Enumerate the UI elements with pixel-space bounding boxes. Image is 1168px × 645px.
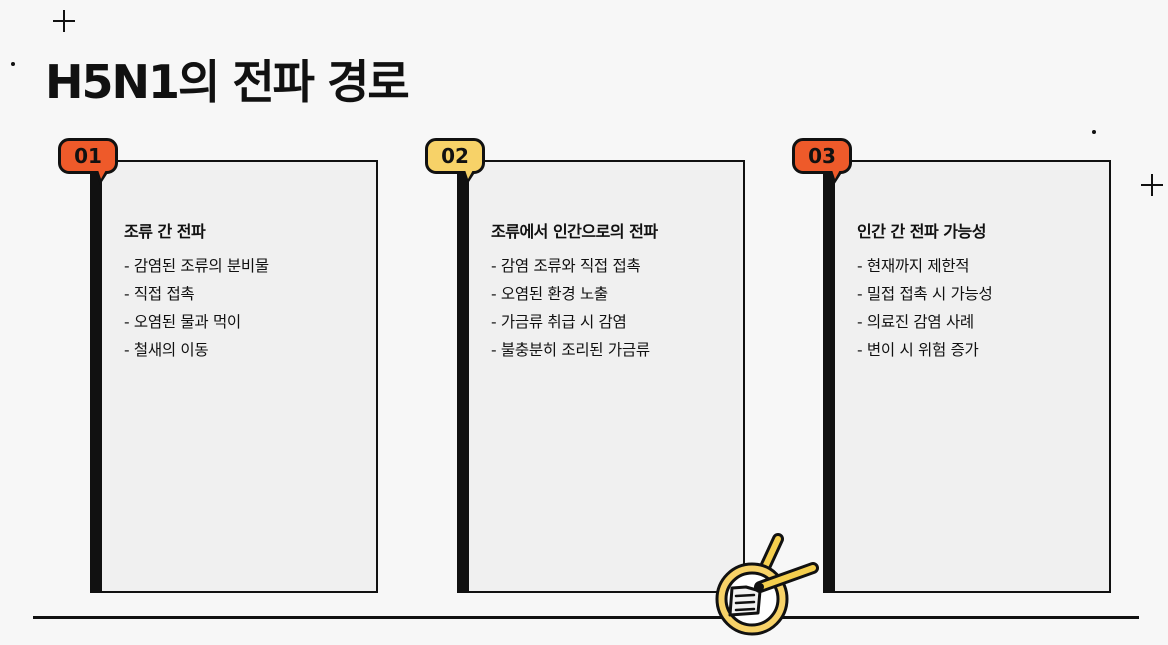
step-badge-01: 01 <box>58 138 118 185</box>
card-list: - 감염된 조류의 분비물 - 직접 접촉 - 오염된 물과 먹이 - 철새의 … <box>124 252 364 364</box>
list-item: - 현재까지 제한적 <box>857 257 970 275</box>
list-item: - 철새의 이동 <box>124 341 209 359</box>
slide-title: H5N1의 전파 경로 <box>45 55 410 109</box>
route-card-bird-to-human: 조류에서 인간으로의 전파 - 감염 조류와 직접 접촉 - 오염된 환경 노출… <box>457 160 745 593</box>
card-heading: 조류에서 인간으로의 전파 <box>491 222 658 241</box>
list-item: - 변이 시 위험 증가 <box>857 341 979 359</box>
step-badge-02: 02 <box>425 138 485 185</box>
card-content: 조류 간 전파 - 감염된 조류의 분비물 - 직접 접촉 - 오염된 물과 먹… <box>124 218 364 364</box>
list-item: - 의료진 감염 사례 <box>857 313 974 331</box>
baseline-divider <box>33 616 1139 619</box>
list-item: - 감염된 조류의 분비물 <box>124 257 269 275</box>
list-item: - 직접 접촉 <box>124 285 195 303</box>
frying-pan-icon <box>715 533 819 636</box>
list-item: - 밀접 접촉 시 가능성 <box>857 285 993 303</box>
list-item: - 감염 조류와 직접 접촉 <box>491 257 641 275</box>
card-heading: 조류 간 전파 <box>124 222 206 241</box>
route-card-human-to-human: 인간 간 전파 가능성 - 현재까지 제한적 - 밀접 접촉 시 가능성 - 의… <box>823 160 1111 593</box>
card-list: - 감염 조류와 직접 접촉 - 오염된 환경 노출 - 가금류 취급 시 감염… <box>491 252 731 364</box>
list-item: - 오염된 환경 노출 <box>491 285 608 303</box>
plus-icon <box>53 10 75 32</box>
list-item: - 불충분히 조리된 가금류 <box>491 341 650 359</box>
plus-icon <box>1141 174 1163 196</box>
dot-icon <box>11 62 15 66</box>
card-heading: 인간 간 전파 가능성 <box>857 222 986 241</box>
step-badge-03: 03 <box>792 138 852 185</box>
spatula-icon <box>756 583 764 591</box>
card-content: 인간 간 전파 가능성 - 현재까지 제한적 - 밀접 접촉 시 가능성 - 의… <box>857 218 1097 364</box>
card-list: - 현재까지 제한적 - 밀접 접촉 시 가능성 - 의료진 감염 사례 - 변… <box>857 252 1097 364</box>
dot-icon <box>1092 130 1096 134</box>
list-item: - 오염된 물과 먹이 <box>124 313 241 331</box>
route-card-bird-to-bird: 조류 간 전파 - 감염된 조류의 분비물 - 직접 접촉 - 오염된 물과 먹… <box>90 160 378 593</box>
list-item: - 가금류 취급 시 감염 <box>491 313 627 331</box>
card-content: 조류에서 인간으로의 전파 - 감염 조류와 직접 접촉 - 오염된 환경 노출… <box>491 218 731 364</box>
